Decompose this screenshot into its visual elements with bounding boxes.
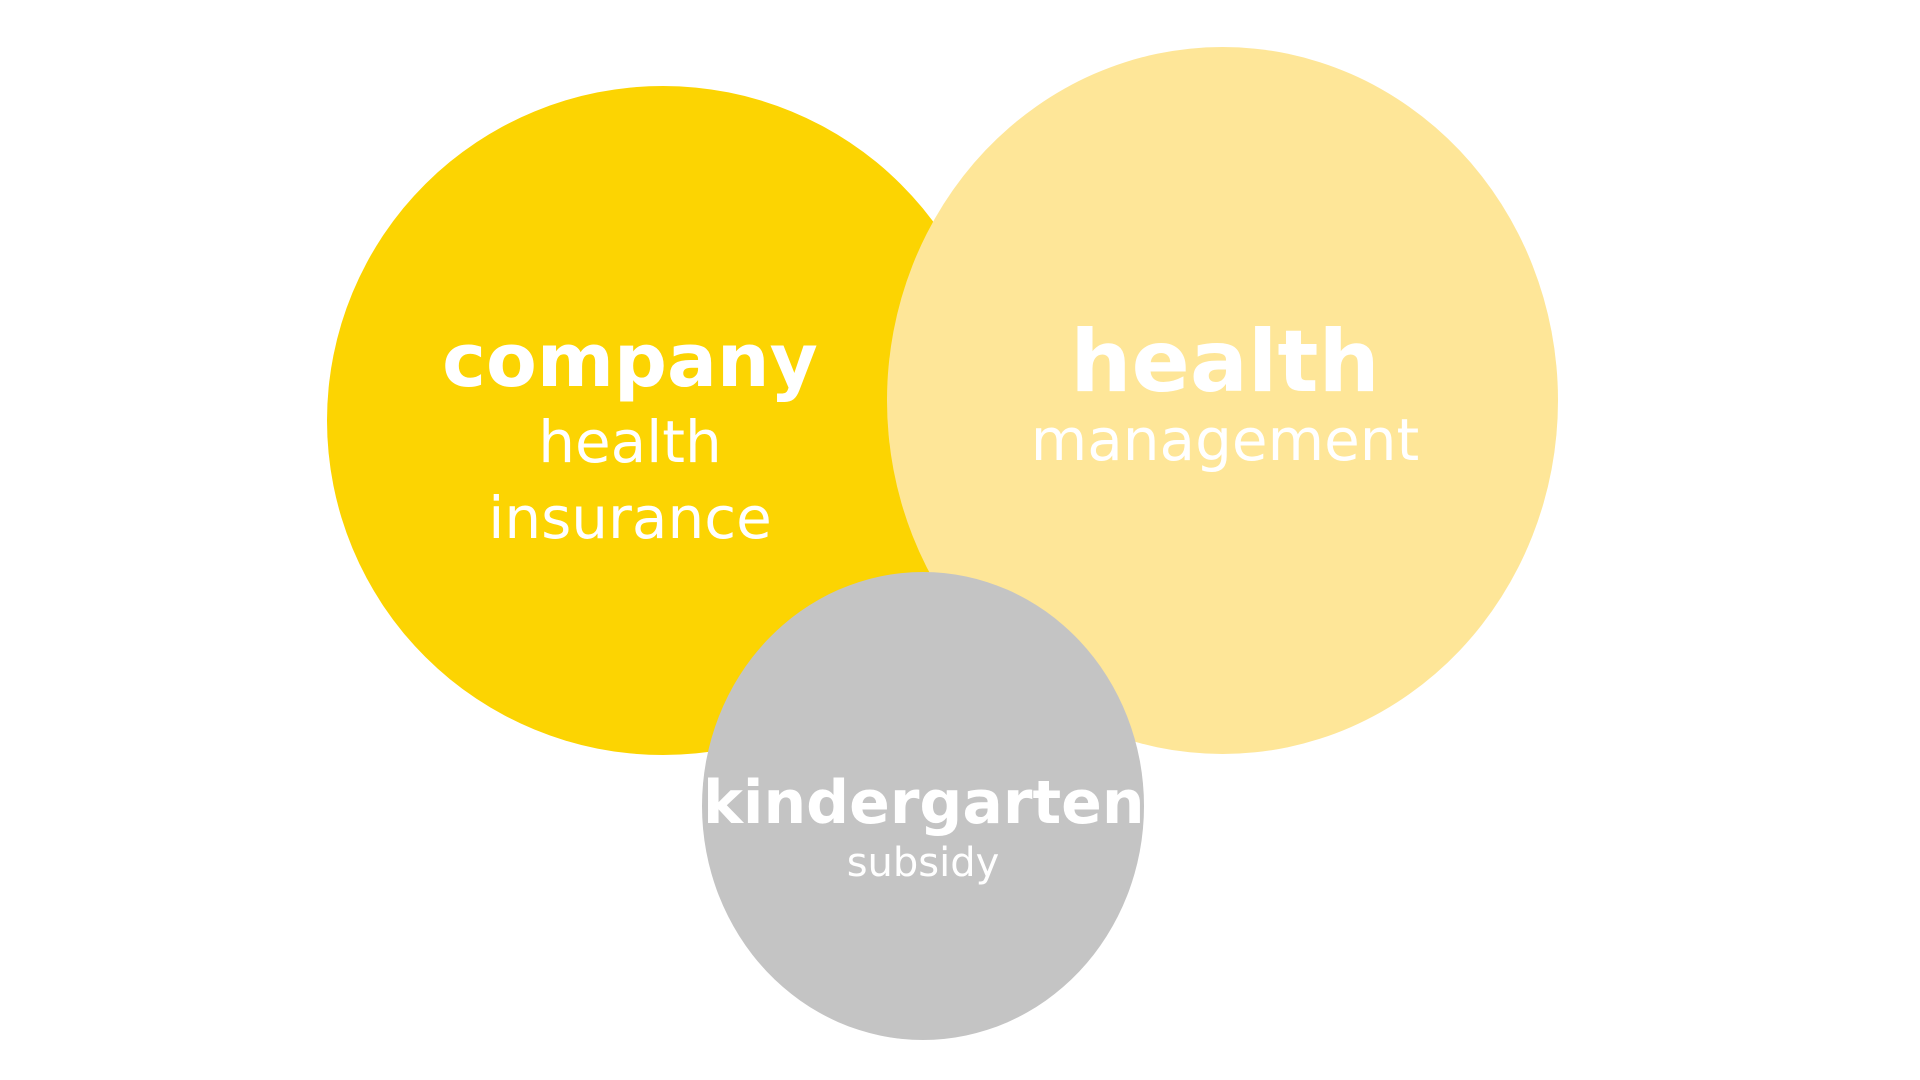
health-line-1: management — [1030, 406, 1420, 474]
company-health-insurance-label: company health insurance — [430, 318, 830, 556]
kindergarten-title: kindergarten — [703, 768, 1145, 838]
company-line-1: health — [538, 408, 722, 476]
health-management-label: health management — [1000, 316, 1450, 472]
kindergarten-subsidy-label: kindergarten subsidy — [703, 766, 1145, 886]
company-line-2: insurance — [488, 484, 772, 552]
kindergarten-subsidy-circle — [702, 572, 1144, 1040]
company-title: company — [442, 318, 818, 404]
kindergarten-line-1: subsidy — [846, 840, 1000, 886]
health-title: health — [1070, 312, 1380, 412]
